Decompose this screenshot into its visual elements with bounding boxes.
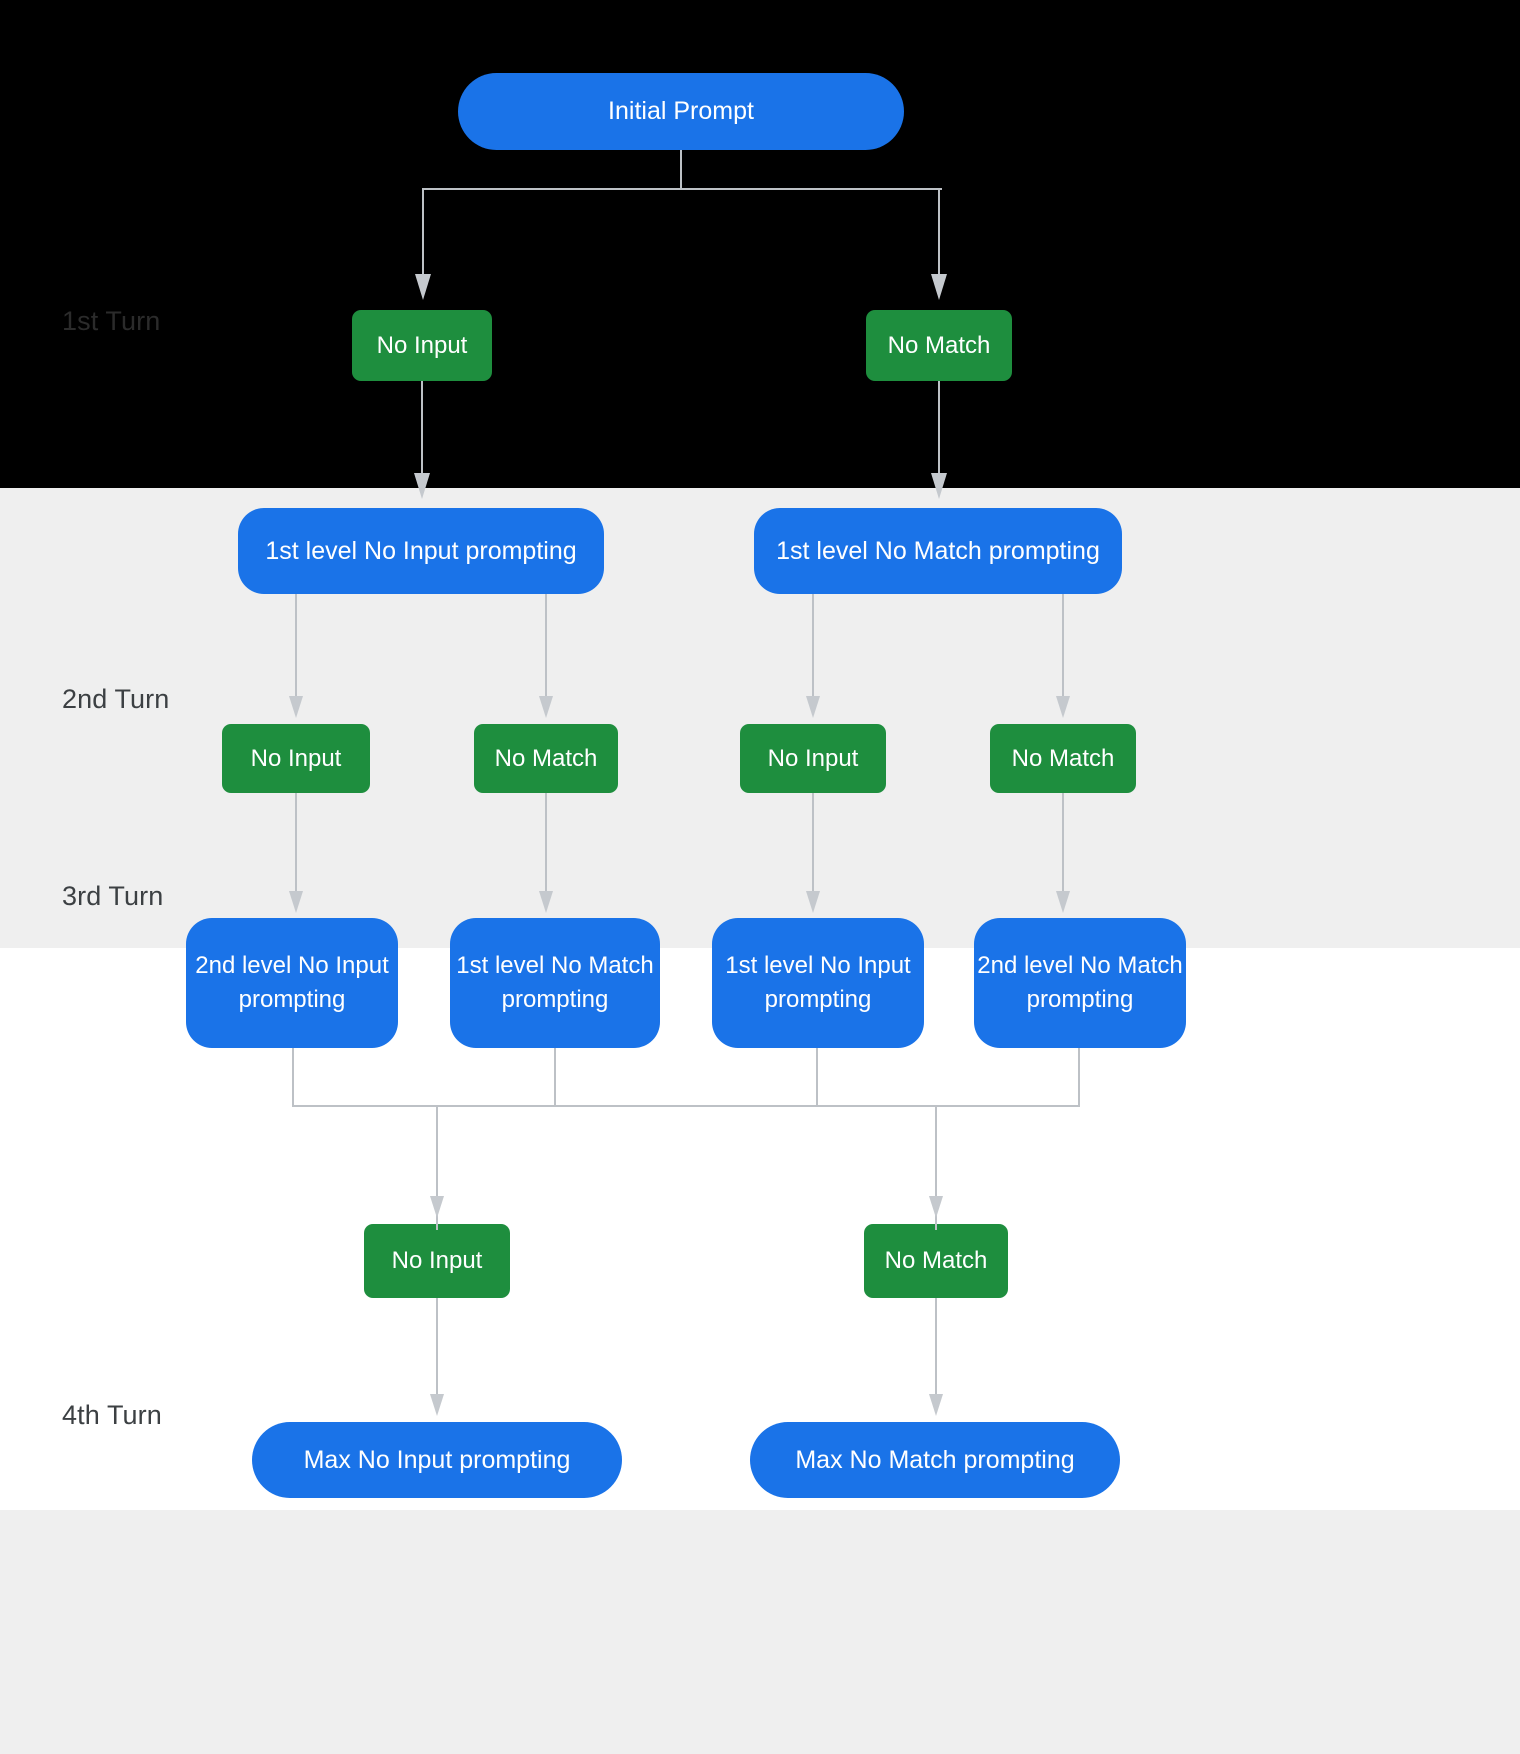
arrowhead-to-t3-p2 xyxy=(539,891,553,913)
arrowhead-to-t2-no-input-prompt xyxy=(414,473,430,499)
connector-t3-p3-stem xyxy=(816,1048,818,1105)
connector-t2-no-match-b-down xyxy=(1062,793,1064,893)
connector-initial-right-drop xyxy=(938,188,940,276)
arrowhead-to-max-no-input xyxy=(430,1394,444,1416)
arrowhead-merge-to-no-input xyxy=(430,1196,444,1218)
node-turn3-second-level-no-input-prompting[interactable]: 2nd level No Input prompting xyxy=(186,918,398,1048)
connector-t2-no-input-a-down xyxy=(295,793,297,893)
node-turn3-no-input[interactable]: No Input xyxy=(364,1224,510,1298)
node-turn1-no-match[interactable]: No Match xyxy=(866,310,1012,381)
node-initial-prompt[interactable]: Initial Prompt xyxy=(458,73,904,150)
connector-merge-drop-right xyxy=(935,1105,937,1230)
arrowhead-merge-to-no-match xyxy=(929,1196,943,1218)
node-turn3-first-level-no-input-prompting[interactable]: 1st level No Input prompting xyxy=(712,918,924,1048)
turn-label-3rd-turn: 3rd Turn xyxy=(62,881,164,911)
connector-t2-p2-to-no-match xyxy=(1062,594,1064,698)
turn-label-2nd-turn: 2nd Turn xyxy=(62,684,170,714)
arrowhead-to-t2-no-match-a xyxy=(539,696,553,718)
connector-t3-no-match-to-max xyxy=(935,1298,937,1396)
connector-t3-p4-stem xyxy=(1078,1048,1080,1105)
node-turn4-max-no-match-prompting[interactable]: Max No Match prompting xyxy=(750,1422,1120,1498)
node-turn2-first-level-no-input-prompting[interactable]: 1st level No Input prompting xyxy=(238,508,604,594)
connector-merge-drop-left xyxy=(436,1105,438,1230)
connector-initial-stem xyxy=(680,150,682,190)
node-turn2-no-match-b[interactable]: No Match xyxy=(990,724,1136,793)
arrowhead-to-t3-p3 xyxy=(806,891,820,913)
turn-label-4th-turn: 4th Turn xyxy=(62,1400,162,1430)
connector-t2-no-match-a-down xyxy=(545,793,547,893)
connector-initial-left-drop xyxy=(422,188,424,276)
node-turn4-max-no-input-prompting[interactable]: Max No Input prompting xyxy=(252,1422,622,1498)
arrowhead-to-t3-p1 xyxy=(289,891,303,913)
node-turn2-no-match-a[interactable]: No Match xyxy=(474,724,618,793)
connector-t3-p1-stem xyxy=(292,1048,294,1105)
node-turn2-no-input-a[interactable]: No Input xyxy=(222,724,370,793)
arrowhead-to-t3-p4 xyxy=(1056,891,1070,913)
arrowhead-to-t1-no-input xyxy=(415,274,431,300)
node-turn3-first-level-no-match-prompting[interactable]: 1st level No Match prompting xyxy=(450,918,660,1048)
node-turn2-first-level-no-match-prompting[interactable]: 1st level No Match prompting xyxy=(754,508,1122,594)
turn-band-4 xyxy=(0,1510,1520,1754)
connector-t2-no-input-b-down xyxy=(812,793,814,893)
arrowhead-to-t1-no-match xyxy=(931,274,947,300)
connector-t2-p1-to-no-match xyxy=(545,594,547,698)
turn-label-1st-turn: 1st Turn xyxy=(62,306,161,336)
connector-t1-no-input-down xyxy=(421,381,423,475)
node-turn2-no-input-b[interactable]: No Input xyxy=(740,724,886,793)
connector-t3-merge-rail xyxy=(292,1105,1080,1107)
arrowhead-to-max-no-match xyxy=(929,1394,943,1416)
connector-t2-p1-to-no-input xyxy=(295,594,297,698)
arrowhead-to-t2-no-match-prompt xyxy=(931,473,947,499)
connector-t3-p2-stem xyxy=(554,1048,556,1105)
node-turn3-second-level-no-match-prompting[interactable]: 2nd level No Match prompting xyxy=(974,918,1186,1048)
node-turn1-no-input[interactable]: No Input xyxy=(352,310,492,381)
connector-initial-rail xyxy=(422,188,942,190)
arrowhead-to-t2-no-match-b xyxy=(1056,696,1070,718)
node-turn3-no-match[interactable]: No Match xyxy=(864,1224,1008,1298)
connector-t1-no-match-down xyxy=(938,381,940,475)
connector-t3-no-input-to-max xyxy=(436,1298,438,1396)
connector-t2-p2-to-no-input xyxy=(812,594,814,698)
arrowhead-to-t2-no-input-b xyxy=(806,696,820,718)
arrowhead-to-t2-no-input-a xyxy=(289,696,303,718)
